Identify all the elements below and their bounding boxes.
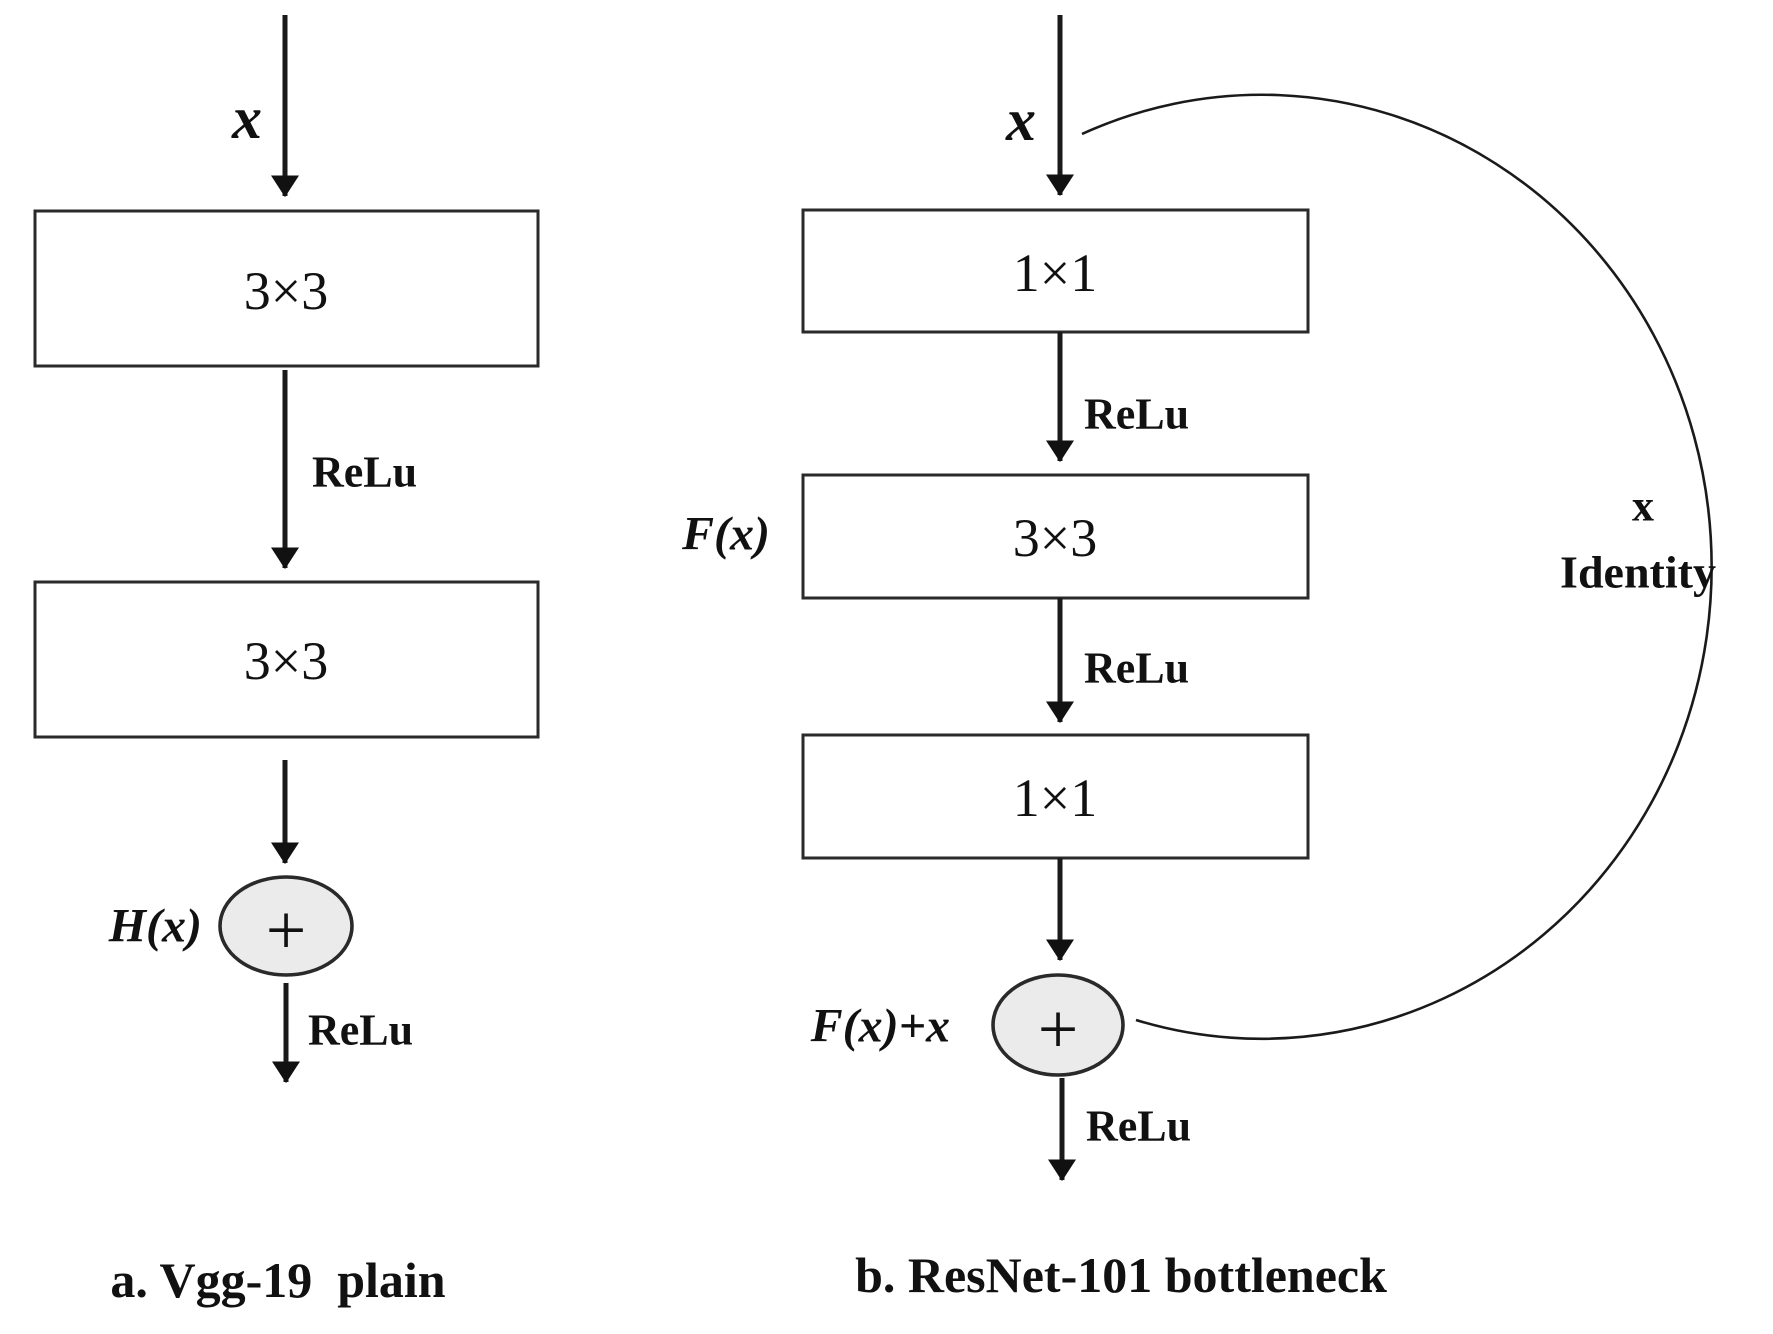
resnet-bottleneck-block: x x Identity 1×1 ReLu 3×3 F(x) ReLu 1×1 … [681,15,1716,1303]
sum-node [218,875,354,977]
plus-symbol: + [1038,989,1079,1069]
conv-box-label: 3×3 [1013,508,1097,568]
relu-label: ReLu [1084,390,1189,439]
caption-vgg: a. Vgg-19 plain [110,1252,445,1308]
input-x-label: x [1005,87,1036,153]
relu-label: ReLu [312,448,417,497]
hx-label: H(x) [108,900,202,953]
conv-box-3x3-1 [33,209,540,368]
conv-box-1x1-1 [801,208,1310,334]
conv-box-1x1-2 [801,733,1310,860]
identity-x-label: x [1632,482,1654,531]
fx-label: F(x) [681,508,770,561]
conv-box-label: 3×3 [244,631,328,691]
caption-resnet: b. ResNet-101 bottleneck [855,1247,1387,1303]
conv-box-label: 1×1 [1013,243,1097,303]
conv-box-3x3-2 [33,580,540,739]
vgg-plain-block: x 3×3 ReLu 3×3 + H(x) ReLu a. Vgg-19 pla… [33,15,540,1308]
sum-node [991,973,1125,1077]
conv-box-3x3 [801,473,1310,600]
relu-label: ReLu [308,1006,413,1055]
relu-label: ReLu [1084,644,1189,693]
conv-box-label: 3×3 [244,261,328,321]
identity-word-label: Identity [1560,547,1716,598]
relu-label: ReLu [1086,1102,1191,1151]
identity-skip-connection [1081,93,1713,1041]
fx-plus-x-label: F(x)+x [810,1000,950,1053]
plus-symbol: + [266,890,307,970]
input-x-label: x [231,85,262,151]
conv-box-label: 1×1 [1013,768,1097,828]
